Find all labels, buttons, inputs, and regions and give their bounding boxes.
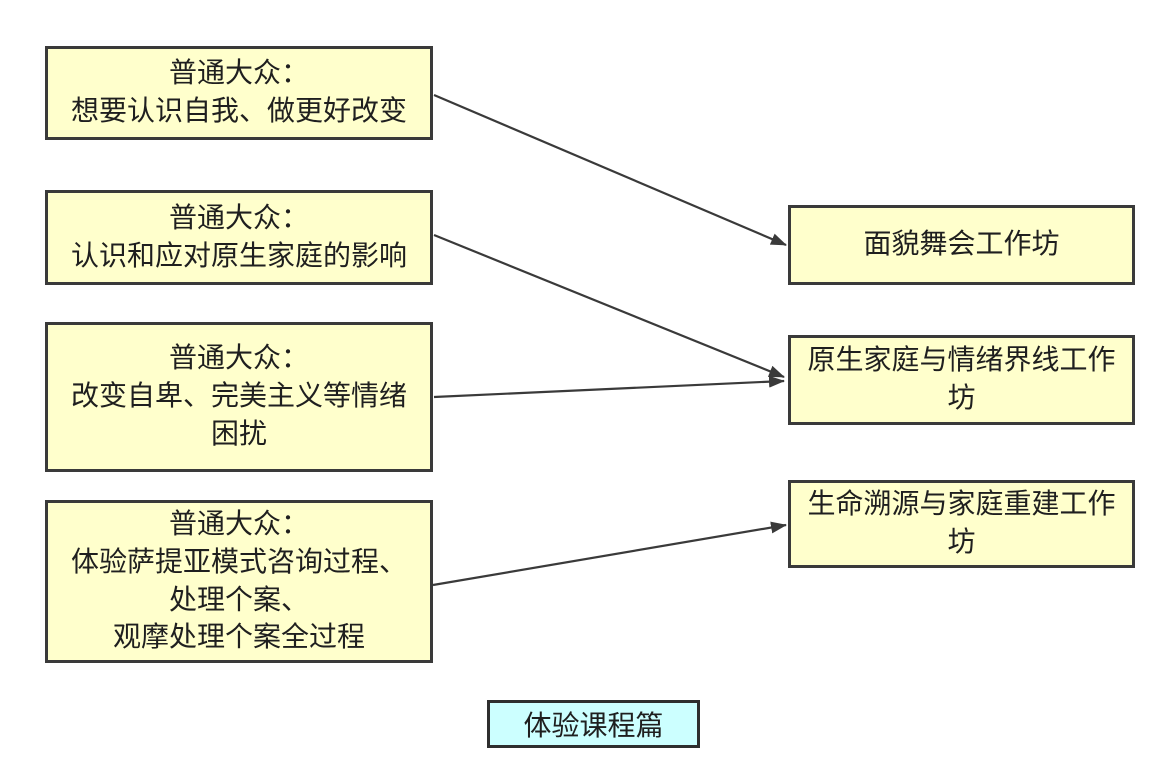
node-workshop-2-label: 原生家庭与情绪界线工作 坊 xyxy=(807,345,1116,414)
node-workshop-2: 原生家庭与情绪界线工作 坊 xyxy=(788,335,1135,425)
arrow-audience1-to-workshop1 xyxy=(433,93,787,247)
node-workshop-3-label: 生命溯源与家庭重建工作 坊 xyxy=(807,489,1116,558)
node-workshop-1: 面貌舞会工作坊 xyxy=(788,205,1135,285)
arrow-audience3-to-workshop2 xyxy=(433,375,785,399)
node-audience-4-label: 普通大众： 体验萨提亚模式咨询过程、 处理个案、 观摩处理个案全过程 xyxy=(70,508,407,654)
node-workshop-3: 生命溯源与家庭重建工作 坊 xyxy=(788,480,1135,568)
node-audience-1: 普通大众： 想要认识自我、做更好改变 xyxy=(45,46,433,140)
node-audience-1-label: 普通大众： 想要认识自我、做更好改变 xyxy=(70,58,407,127)
node-audience-2: 普通大众： 认识和应对原生家庭的影响 xyxy=(45,190,433,285)
node-audience-4: 普通大众： 体验萨提亚模式咨询过程、 处理个案、 观摩处理个案全过程 xyxy=(45,500,433,663)
section-badge: 体验课程篇 xyxy=(487,700,700,748)
arrow-audience4-to-workshop3 xyxy=(432,521,787,587)
node-audience-3: 普通大众： 改变自卑、完美主义等情绪 困扰 xyxy=(45,322,433,472)
node-workshop-1-label: 面貌舞会工作坊 xyxy=(863,229,1060,261)
node-audience-2-label: 普通大众： 认识和应对原生家庭的影响 xyxy=(70,202,407,272)
section-badge-label: 体验课程篇 xyxy=(523,711,664,742)
arrow-audience2-to-workshop2 xyxy=(433,233,785,379)
node-audience-3-label: 普通大众： 改变自卑、完美主义等情绪 困扰 xyxy=(70,343,407,450)
